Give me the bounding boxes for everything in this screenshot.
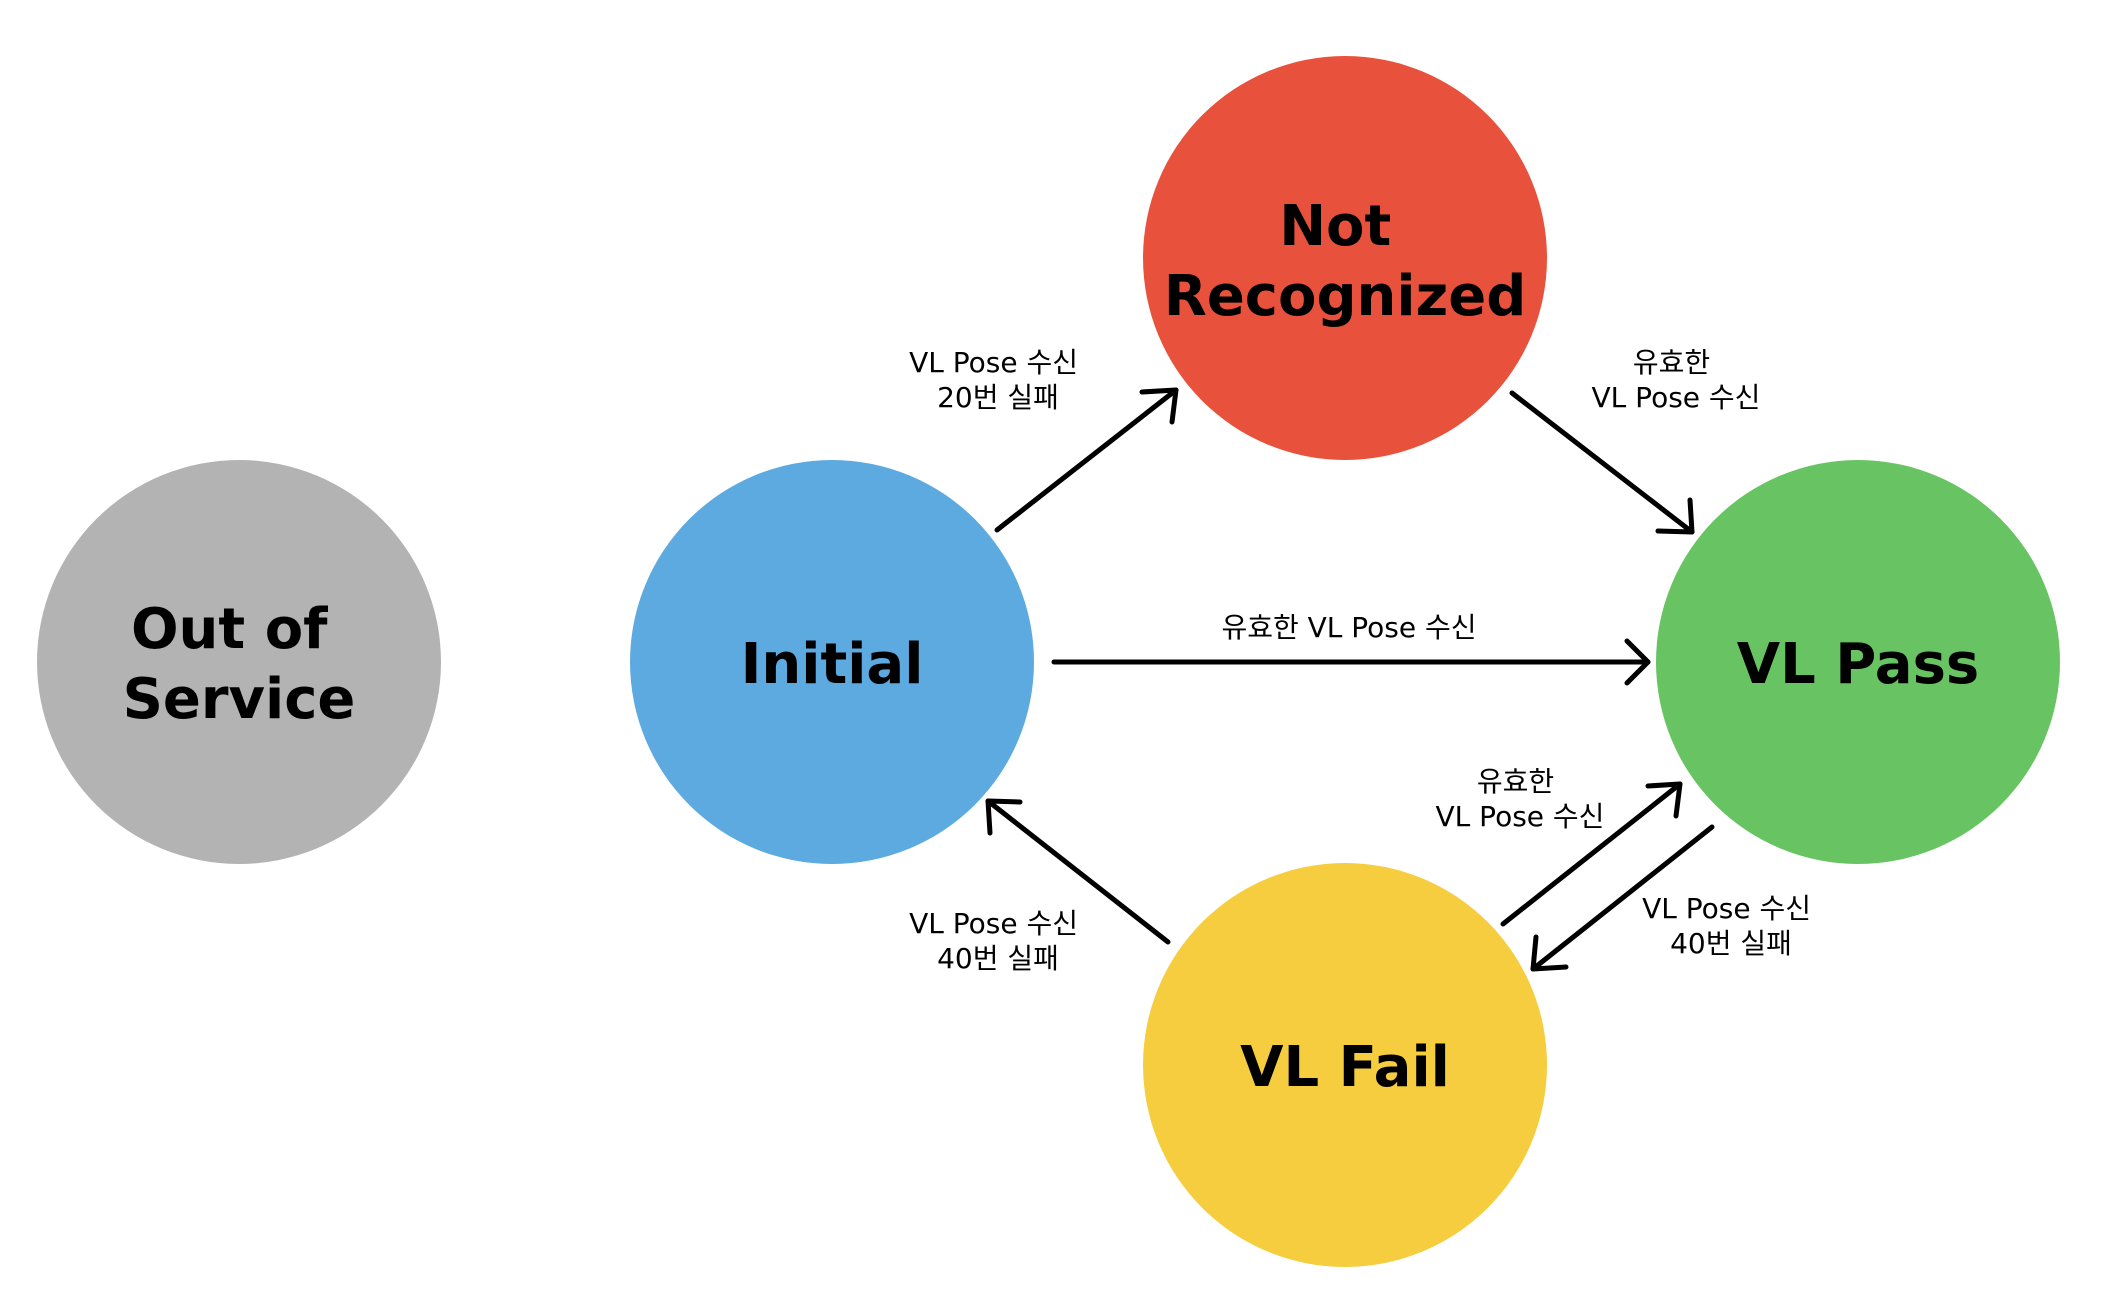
svg-text:Not Recognized: Not Recognized <box>1164 194 1527 329</box>
node-out-of-service: Out of Service <box>37 460 441 864</box>
edge-not-recognized-to-vl-pass-arrowhead <box>1655 497 1695 535</box>
edge-vl-pass-to-vl-fail-line <box>1530 824 1715 972</box>
edge-initial-to-not-recognized-line <box>994 387 1179 533</box>
edge-initial-to-not-recognized-label-line1: VL Pose 수신 <box>909 346 1078 379</box>
edge-vl-pass-to-vl-fail-label-line1: VL Pose 수신 <box>1642 892 1811 925</box>
node-not-recognized: Not Recognized <box>1143 56 1547 460</box>
edge-vl-fail-to-initial-label-line2: 40번 실패 <box>937 942 1059 975</box>
edge-vl-fail-to-vl-pass-line <box>1500 781 1683 927</box>
edge-initial-to-vl-pass-arrowhead <box>1624 638 1651 686</box>
edge-vl-fail-to-initial: VL Pose 수신 40번 실패 <box>909 798 1171 975</box>
node-vl-fail-circle <box>1143 863 1547 1267</box>
edge-vl-fail-to-initial-label-line1: VL Pose 수신 <box>909 907 1078 940</box>
edge-not-recognized-to-vl-pass-label-line1: 유효한 <box>1633 346 1710 379</box>
edge-vl-fail-to-vl-pass: 유효한 VL Pose 수신 <box>1436 765 1683 927</box>
edge-initial-to-vl-pass-label: 유효한 VL Pose 수신 <box>1221 611 1476 644</box>
node-out-of-service-circle <box>37 460 441 864</box>
edge-initial-to-not-recognized-label-line2: 20번 실패 <box>937 381 1059 414</box>
node-not-recognized-circle <box>1143 56 1547 460</box>
svg-text:VL Pose 수신 40번 실패: VL Pose 수신 40번 실패 <box>1642 892 1820 960</box>
edge-initial-to-not-recognized: VL Pose 수신 20번 실패 <box>909 346 1179 533</box>
node-initial-label: Initial <box>741 632 924 697</box>
node-vl-pass-label: VL Pass <box>1737 632 1980 697</box>
node-out-of-service-label-line2: Service <box>123 667 356 732</box>
svg-text:유효한 VL Pose 수신: 유효한 VL Pose 수신 <box>1436 765 1605 833</box>
edge-not-recognized-to-vl-pass-label-line2: VL Pose 수신 <box>1592 381 1761 414</box>
edge-vl-pass-to-vl-fail-label-line2: 40번 실패 <box>1670 927 1792 960</box>
edge-initial-to-vl-pass: 유효한 VL Pose 수신 <box>1051 611 1651 686</box>
svg-text:VL Pose 수신 40번 실패: VL Pose 수신 40번 실패 <box>909 907 1087 975</box>
node-vl-pass: VL Pass <box>1656 460 2060 864</box>
svg-text:Out of Service: Out of Service <box>123 597 356 732</box>
edge-initial-to-not-recognized-arrowhead <box>1139 387 1179 425</box>
edge-vl-pass-to-vl-fail-arrowhead <box>1530 934 1569 972</box>
node-vl-fail-label: VL Fail <box>1240 1035 1450 1100</box>
node-out-of-service-label-line1: Out of <box>131 597 328 662</box>
node-vl-pass-circle <box>1656 460 2060 864</box>
edge-vl-fail-to-vl-pass-arrowhead <box>1645 781 1683 819</box>
edge-vl-fail-to-vl-pass-label-line1: 유효한 <box>1477 765 1554 798</box>
edge-vl-fail-to-vl-pass-label-line2: VL Pose 수신 <box>1436 800 1605 833</box>
node-initial: Initial <box>630 460 1034 864</box>
edge-vl-pass-to-vl-fail: VL Pose 수신 40번 실패 <box>1530 824 1820 972</box>
edge-vl-fail-to-initial-arrowhead <box>985 798 1023 836</box>
svg-text:유효한 VL Pose 수신: 유효한 VL Pose 수신 <box>1592 346 1761 414</box>
edge-not-recognized-to-vl-pass: 유효한 VL Pose 수신 <box>1509 346 1761 535</box>
edge-not-recognized-to-vl-pass-line <box>1509 390 1695 535</box>
node-initial-circle <box>630 460 1034 864</box>
edge-vl-fail-to-initial-line <box>985 798 1171 945</box>
node-not-recognized-label-line2: Recognized <box>1164 264 1527 329</box>
svg-text:VL Pose 수신 20번 실패: VL Pose 수신 20번 실패 <box>909 346 1087 414</box>
node-vl-fail: VL Fail <box>1143 863 1547 1267</box>
node-not-recognized-label-line1: Not <box>1279 194 1391 259</box>
